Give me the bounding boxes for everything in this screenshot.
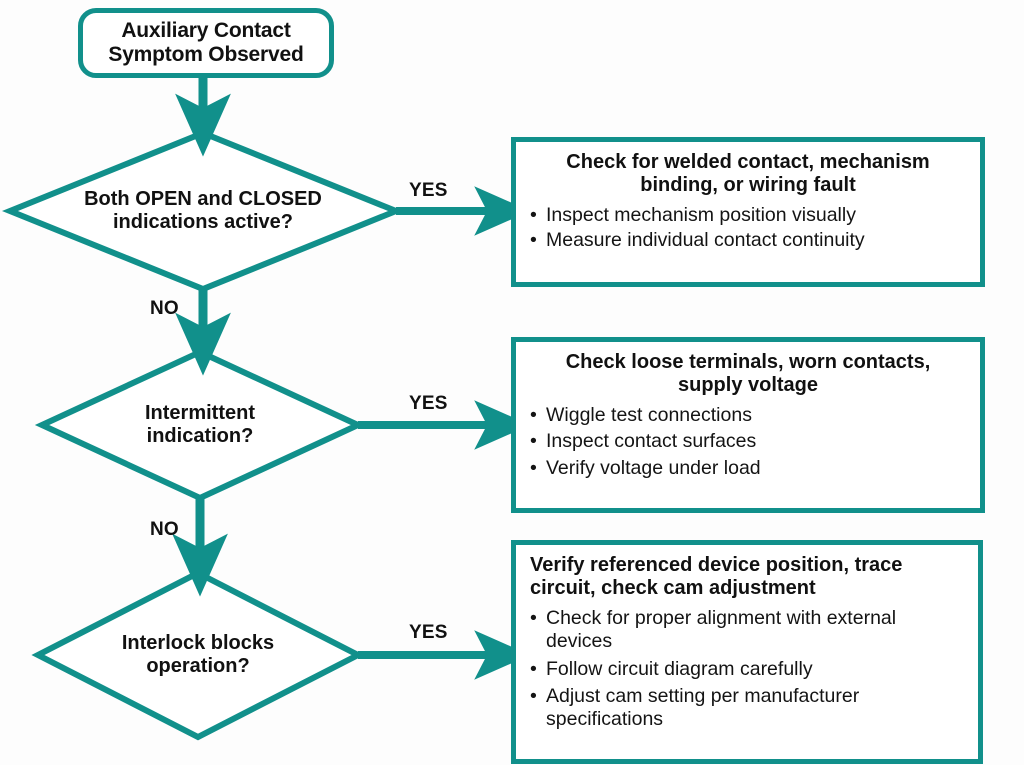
list-item: Follow circuit diagram carefully <box>530 658 964 682</box>
decision-label-both-open-closed: Both OPEN and CLOSED indications active? <box>10 133 396 289</box>
list-item: Verify voltage under load <box>530 457 966 481</box>
action-box-loose-terminals: Check loose terminals, worn contacts, su… <box>511 337 985 513</box>
action-box-welded-contact: Check for welded contact, mechanism bind… <box>511 137 985 287</box>
action2-title-line-2: supply voltage <box>677 374 819 397</box>
action-box-referenced-device: Verify referenced device position, trace… <box>511 540 983 764</box>
decision1-line-2: indications active? <box>112 211 294 233</box>
edge-label-no-decision1: NO <box>150 298 179 319</box>
action1-title-line-2: binding, or wiring fault <box>640 174 856 197</box>
list-item: Measure individual contact continuity <box>530 229 966 253</box>
action3-title-line-1: Verify referenced device position, trace <box>530 554 903 576</box>
start-node: Auxiliary Contact Symptom Observed <box>78 8 334 78</box>
start-node-line-2: Symptom Observed <box>108 43 304 66</box>
list-item: Inspect mechanism position visually <box>530 204 966 228</box>
action3-title-line-2: circuit, check cam adjustment <box>530 577 816 600</box>
decision2-line-2: indication? <box>146 425 254 447</box>
action2-title-line-1: Check loose terminals, worn contacts, <box>565 351 931 373</box>
action2-title: Check loose terminals, worn contacts, su… <box>530 351 966 398</box>
edge-label-yes-decision2: YES <box>409 393 448 414</box>
action3-title: Verify referenced device position, trace… <box>530 554 964 601</box>
list-item: Wiggle test connections <box>530 404 966 428</box>
list-item: Check for proper alignment with external… <box>530 607 964 654</box>
action1-title-line-1: Check for welded contact, mechanism <box>566 151 930 173</box>
action1-title: Check for welded contact, mechanism bind… <box>530 151 966 198</box>
action2-bullet-list: Wiggle test connections Inspect contact … <box>530 404 966 481</box>
decision1-line-1: Both OPEN and CLOSED <box>84 188 322 211</box>
edge-label-no-decision2: NO <box>150 519 179 540</box>
decision3-line-1: Interlock blocks <box>121 632 275 655</box>
start-node-line-1: Auxiliary Contact <box>121 19 291 43</box>
list-item: Inspect contact surfaces <box>530 430 966 454</box>
action1-bullet-list: Inspect mechanism position visually Meas… <box>530 204 966 253</box>
edge-label-yes-decision3: YES <box>409 622 448 643</box>
action3-bullet-list: Check for proper alignment with external… <box>530 607 964 732</box>
decision2-line-1: Intermittent <box>145 402 255 425</box>
decision3-line-2: operation? <box>146 655 250 677</box>
decision-label-intermittent: Intermittent indication? <box>42 352 358 498</box>
edge-label-yes-decision1: YES <box>409 180 448 201</box>
list-item: Adjust cam setting per manufacturer spec… <box>530 685 964 732</box>
decision-label-interlock: Interlock blocks operation? <box>38 574 358 736</box>
